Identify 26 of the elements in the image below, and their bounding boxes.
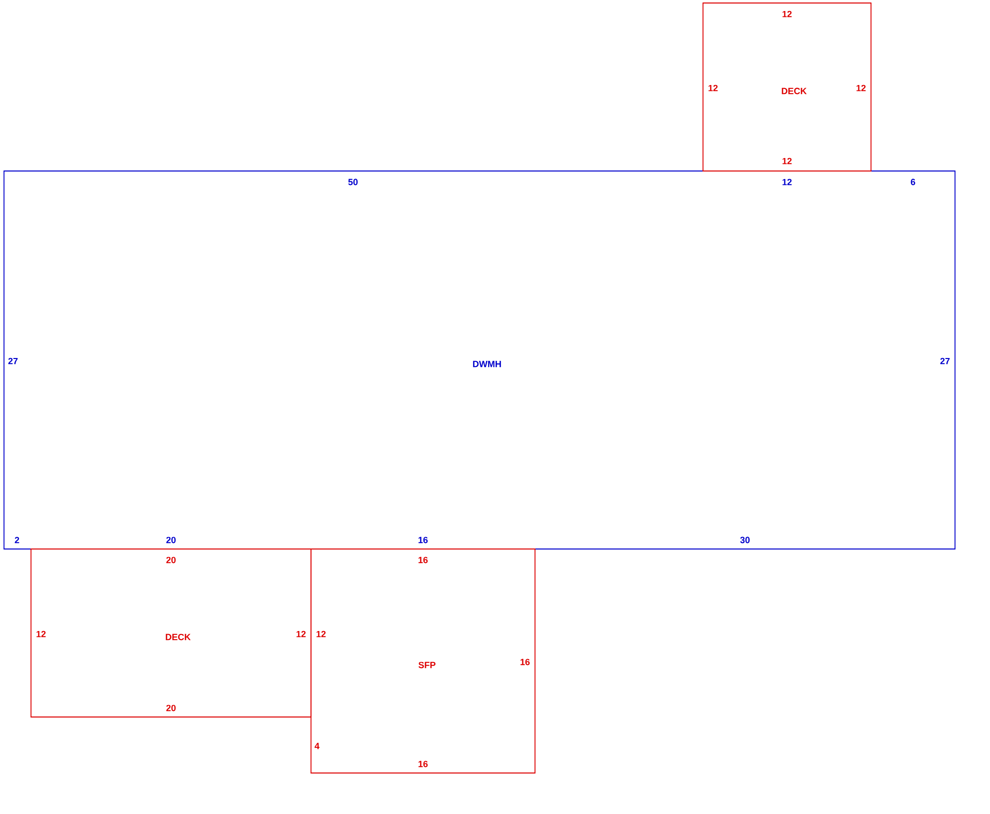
dimension-label: 12	[782, 10, 792, 18]
dimension-label: 20	[166, 536, 176, 544]
dimension-label: 20	[166, 556, 176, 564]
dimension-label: 2	[14, 536, 20, 544]
dimension-label: 30	[740, 536, 750, 544]
dimension-label: 27	[940, 358, 950, 364]
dimension-label: 12	[782, 178, 792, 186]
dimension-label: 16	[418, 536, 428, 544]
room-label: SFP	[418, 662, 436, 668]
dimension-label: 6	[910, 178, 916, 186]
dimension-label: 12	[708, 84, 718, 92]
dimension-label: 12	[296, 630, 306, 638]
dimension-label: 27	[8, 358, 18, 364]
dimension-label: 16	[418, 760, 428, 768]
room-label: DECK	[166, 634, 191, 640]
dimension-label: 12	[316, 630, 326, 638]
dimension-label: 4	[314, 742, 320, 750]
dimension-label: 12	[36, 630, 46, 638]
room-label: DECK	[782, 88, 807, 94]
dimension-label: 20	[166, 704, 176, 712]
dimension-label: 50	[348, 178, 358, 186]
dimension-label: 16	[520, 658, 530, 666]
dimension-label: 16	[418, 556, 428, 564]
room-label: DWMH	[473, 360, 501, 368]
dimension-label: 12	[856, 84, 866, 92]
dimension-label: 12	[782, 158, 792, 164]
